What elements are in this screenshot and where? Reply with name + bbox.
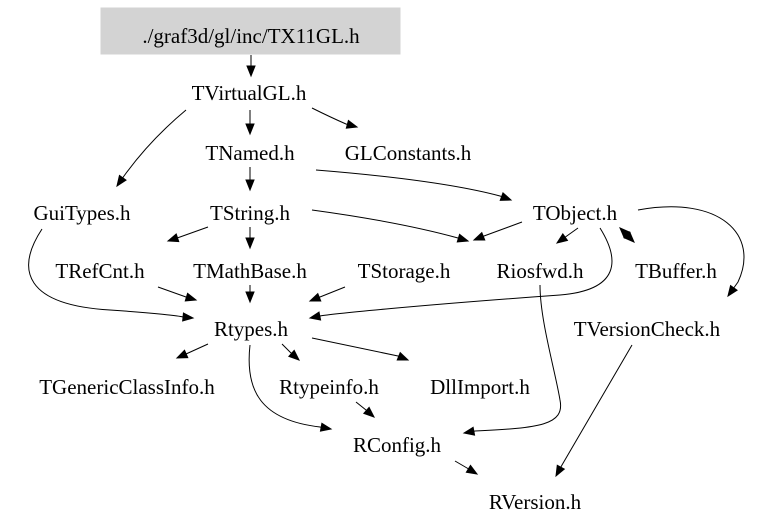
node-tversioncheck[interactable]: TVersionCheck.h xyxy=(574,317,721,341)
arrowhead-icon xyxy=(182,312,195,322)
node-rtypes[interactable]: Rtypes.h xyxy=(214,317,289,341)
arrowhead-icon xyxy=(555,233,569,244)
edge-tobject-to-riosfwd xyxy=(472,221,523,241)
node-tstorage[interactable]: TStorage.h xyxy=(358,259,451,283)
edge-line xyxy=(637,206,745,289)
edge-line xyxy=(248,344,322,428)
edge-line xyxy=(454,460,469,470)
edge-tobject-to-tstorage xyxy=(555,227,579,244)
arrowhead-icon xyxy=(555,464,566,478)
edge-line xyxy=(319,227,613,317)
edge-tobject-to-tversioncheck xyxy=(637,206,745,298)
nodes-layer: ./graf3d/gl/inc/TX11GL.hTVirtualGL.hTNam… xyxy=(33,7,721,514)
edge-tobject-to-rtypes xyxy=(308,227,613,321)
arrowhead-icon xyxy=(619,227,631,239)
edge-line xyxy=(281,343,292,354)
node-rtypeinfo[interactable]: Rtypeinfo.h xyxy=(279,375,379,399)
edge-line xyxy=(473,284,562,432)
edge-line xyxy=(311,107,348,125)
arrowhead-icon xyxy=(245,291,255,304)
edge-rtypes-to-tgenericclassinfo xyxy=(175,343,209,359)
node-tbuffer[interactable]: TBuffer.h xyxy=(635,259,717,283)
node-tvirtualgl[interactable]: TVirtualGL.h xyxy=(192,81,307,105)
edge-line xyxy=(563,227,579,239)
arrowhead-icon xyxy=(456,233,470,243)
arrowhead-icon xyxy=(727,284,738,298)
edge-rtypes-to-rtypeinfo xyxy=(281,343,301,361)
node-trefcnt[interactable]: TRefCnt.h xyxy=(55,259,145,283)
edge-line xyxy=(483,221,523,237)
arrowhead-icon xyxy=(245,123,255,136)
edge-rconfig-to-rversion xyxy=(454,460,479,475)
node-tobject[interactable]: TObject.h xyxy=(533,201,618,225)
edge-line xyxy=(122,109,187,179)
edge-tbuffer-to-tobject xyxy=(619,227,633,241)
edge-tnamed-to-tobject xyxy=(315,169,513,201)
arrowhead-icon xyxy=(245,179,255,192)
node-rconfig[interactable]: RConfig.h xyxy=(353,433,442,457)
edge-tversioncheck-to-rversion xyxy=(555,344,633,478)
arrowhead-icon xyxy=(308,311,322,321)
arrowhead-icon xyxy=(288,349,301,361)
node-riosfwd[interactable]: Riosfwd.h xyxy=(497,259,584,283)
arrowhead-icon xyxy=(245,237,255,250)
arrowhead-icon xyxy=(166,233,180,243)
node-tmathbase[interactable]: TMathBase.h xyxy=(193,259,307,283)
arrowhead-icon xyxy=(462,426,476,436)
arrowhead-icon xyxy=(472,231,486,241)
root-node-highlight xyxy=(100,7,401,55)
arrowhead-icon xyxy=(465,464,479,475)
node-tgenericclassinfo[interactable]: TGenericClassInfo.h xyxy=(39,375,215,399)
arrowhead-icon xyxy=(362,406,376,418)
edge-line xyxy=(311,209,459,239)
edge-guitypes-to-rtypes xyxy=(28,228,195,322)
edge-tvirtualgl-to-guitypes xyxy=(116,109,187,188)
arrowhead-icon xyxy=(345,119,359,129)
arrowhead-icon xyxy=(308,292,322,302)
edge-trefcnt-to-rtypes xyxy=(157,286,198,302)
edges-layer xyxy=(28,55,745,478)
edge-line xyxy=(315,169,502,198)
node-rversion[interactable]: RVersion.h xyxy=(489,490,582,514)
edge-rtypes-to-dllimport xyxy=(311,337,410,361)
edge-line xyxy=(28,228,184,318)
edge-line xyxy=(185,343,209,355)
node-tnamed[interactable]: TNamed.h xyxy=(205,141,295,165)
edge-rtypeinfo-to-rconfig xyxy=(355,401,376,418)
edge-line xyxy=(177,226,209,239)
arrowhead-icon xyxy=(184,292,198,302)
edge-line xyxy=(311,337,399,357)
arrowhead-icon xyxy=(116,174,127,188)
edge-tstring-to-riosfwd xyxy=(311,209,470,243)
node-glconstants[interactable]: GLConstants.h xyxy=(345,141,472,165)
edge-tnamed-to-tstring xyxy=(245,167,255,192)
edge-line xyxy=(355,401,367,411)
arrowhead-icon xyxy=(319,422,333,432)
edge-rtypes-to-rconfig xyxy=(248,344,333,432)
node-guitypes[interactable]: GuiTypes.h xyxy=(33,201,131,225)
arrowhead-icon xyxy=(175,349,189,359)
edge-line xyxy=(319,286,346,298)
edge-tvirtualgl-to-tnamed xyxy=(245,110,255,136)
edge-line xyxy=(560,344,633,468)
edge-line xyxy=(157,286,187,298)
node-tx11gl[interactable]: ./graf3d/gl/inc/TX11GL.h xyxy=(142,24,360,48)
edge-tstring-to-trefcnt xyxy=(166,226,209,243)
edge-riosfwd-to-rconfig xyxy=(462,284,562,436)
arrowhead-icon xyxy=(396,351,410,361)
edge-tvirtualgl-to-glconstants xyxy=(311,107,359,129)
node-tstring[interactable]: TString.h xyxy=(210,201,290,225)
node-dllimport[interactable]: DllImport.h xyxy=(430,375,530,399)
arrowhead-icon xyxy=(246,65,256,78)
arrowhead-icon xyxy=(499,191,513,201)
edge-tstring-to-tmathbase xyxy=(245,227,255,250)
edge-tmathbase-to-rtypes xyxy=(245,285,255,304)
edge-tstorage-to-rtypes xyxy=(308,286,346,302)
edge-tx11gl-to-tvirtualgl xyxy=(246,55,256,78)
